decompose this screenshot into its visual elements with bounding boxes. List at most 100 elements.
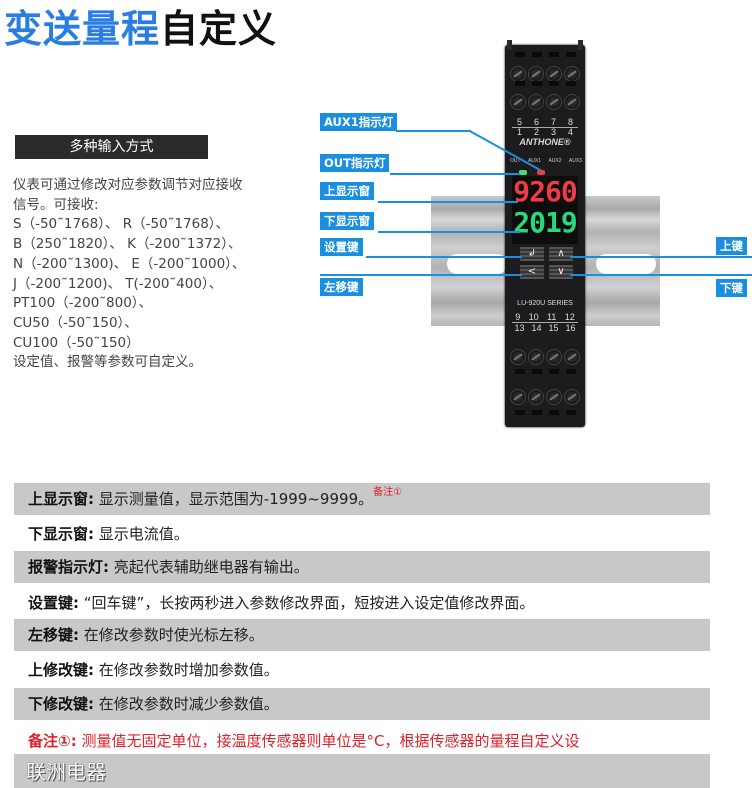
terminal-slots: [511, 369, 579, 375]
footnote-label: 备注①:: [28, 732, 77, 750]
row-label: 左移键:: [28, 626, 79, 644]
row-text: 亮起代表辅助继电器有输出。: [113, 558, 309, 576]
footnote: 备注①: 测量值无固定单位，接温度传感器则单位是°C，根据传感器的量程自定义设: [28, 730, 579, 751]
terminal-slots: [511, 52, 579, 58]
description-row: 下显示窗: 显示电流值。: [14, 518, 710, 550]
screw-icon: [510, 349, 526, 365]
row-label: 下显示窗:: [28, 525, 94, 543]
screw-icon: [510, 66, 526, 82]
screw-icon: [564, 389, 580, 405]
terminal-screws: [509, 383, 581, 411]
note-ref: 备注①: [373, 487, 403, 498]
callout-upper-display: 上显示窗: [320, 182, 374, 200]
text-line: S（-50˜1768）、 R（-50˜1768）、: [13, 216, 230, 233]
callout-out-led: OUT指示灯: [320, 154, 390, 172]
up-key[interactable]: ∧: [549, 247, 573, 261]
terminal-screws: [509, 343, 581, 371]
screw-icon: [528, 94, 544, 110]
leader-line: [366, 256, 522, 258]
leader-line: [378, 231, 520, 233]
screw-icon: [564, 66, 580, 82]
series-label: LU-920U SERIES: [517, 300, 573, 307]
screw-icon: [528, 389, 544, 405]
title-rest: 自定义: [160, 7, 278, 51]
text-line: J（-200˜1200)、 T(-200˜400）、: [13, 275, 223, 292]
terminal-screws: [509, 60, 581, 88]
divider: [512, 127, 578, 128]
callout-lower-display: 下显示窗: [320, 212, 374, 230]
leader-line: [570, 256, 752, 258]
terminal-screws: [509, 88, 581, 116]
screw-icon: [546, 389, 562, 405]
screw-icon: [546, 349, 562, 365]
aux1-led-icon: [537, 170, 545, 175]
input-methods-text: 仪表可通过修改对应参数调节对应接收 信号。可接收: S（-50˜1768）、 R…: [13, 176, 303, 373]
screw-icon: [510, 94, 526, 110]
description-row: 左移键: 在修改参数时使光标左移。: [14, 619, 710, 651]
down-key[interactable]: ∨: [549, 265, 573, 279]
description-row: 报警指示灯: 亮起代表辅助继电器有输出。: [14, 551, 710, 583]
text-line: N（-200˜1300)、 E（-200˜1000）、: [13, 255, 246, 272]
row-text: 在修改参数时使光标左移。: [83, 626, 264, 644]
row-label: 上显示窗:: [28, 490, 94, 508]
description-row: 设置键: “回车键”，长按两秒进入参数修改界面，短按进入设定值修改界面。: [14, 587, 710, 619]
description-row: 上修改键: 在修改参数时增加参数值。: [14, 654, 710, 686]
footer-bar: 联洲电器: [14, 754, 710, 788]
left-key[interactable]: <: [520, 265, 544, 279]
text-line: B（250˜1820）、 K（-200˜1372）、: [13, 236, 242, 253]
callout-set-key: 设置键: [320, 238, 363, 256]
row-label: 上修改键:: [28, 661, 94, 679]
callout-left-key: 左移键: [320, 278, 363, 296]
screw-icon: [564, 349, 580, 365]
page-title: 变送量程自定义: [4, 6, 277, 52]
text-line: CU100（-50˜150）: [13, 334, 140, 351]
screw-icon: [546, 94, 562, 110]
leader-line: [378, 201, 518, 203]
text-line: 信号。可接收:: [13, 196, 99, 213]
row-text: 显示电流值。: [98, 525, 189, 543]
divider: [512, 322, 578, 323]
screw-icon: [546, 66, 562, 82]
screw-icon: [510, 389, 526, 405]
watermark: 联洲电器: [26, 760, 106, 784]
rail-slot: [447, 254, 507, 274]
device-clip: [578, 40, 583, 50]
row-label: 下修改键:: [28, 695, 94, 713]
screw-icon: [528, 349, 544, 365]
upper-display: 9260: [513, 175, 577, 208]
screw-icon: [564, 94, 580, 110]
leader-line: [396, 130, 471, 132]
terminal-slots: [511, 81, 579, 87]
set-key[interactable]: ↲: [520, 247, 544, 261]
leader-line: [570, 274, 752, 276]
out-led-icon: [519, 170, 527, 175]
leader-line: [320, 274, 522, 276]
rail-slot: [596, 254, 656, 274]
device-clip: [507, 40, 512, 50]
text-line: PT100（-200˜800）、: [13, 295, 153, 312]
row-label: 报警指示灯:: [28, 558, 109, 576]
description-row: 下修改键: 在修改参数时减少参数值。: [14, 688, 710, 720]
brand-logo: ANTHONE®: [519, 137, 571, 147]
description-row: 上显示窗: 显示测量值，显示范围为-1999~9999。备注①: [14, 483, 710, 515]
terminal-slots: [511, 410, 579, 416]
text-line: CU50（-50˜150）、: [13, 314, 138, 331]
row-label: 设置键:: [28, 594, 79, 612]
display-panel: [512, 176, 578, 244]
callout-aux1-led: AUX1指示灯: [320, 113, 398, 131]
leader-line: [390, 173, 520, 175]
row-text: 在修改参数时减少参数值。: [98, 695, 279, 713]
title-highlight: 变送量程: [4, 7, 161, 51]
row-text: 在修改参数时增加参数值。: [98, 661, 279, 679]
callout-down-key: 下键: [716, 279, 747, 297]
row-text: “回车键”，长按两秒进入参数修改界面，短按进入设定值修改界面。: [83, 594, 535, 612]
callout-up-key: 上键: [716, 237, 747, 255]
lower-display: 2019: [513, 206, 577, 239]
footnote-text: 测量值无固定单位，接温度传感器则单位是°C，根据传感器的量程自定义设: [81, 732, 580, 750]
input-methods-header: 多种输入方式: [15, 135, 208, 159]
